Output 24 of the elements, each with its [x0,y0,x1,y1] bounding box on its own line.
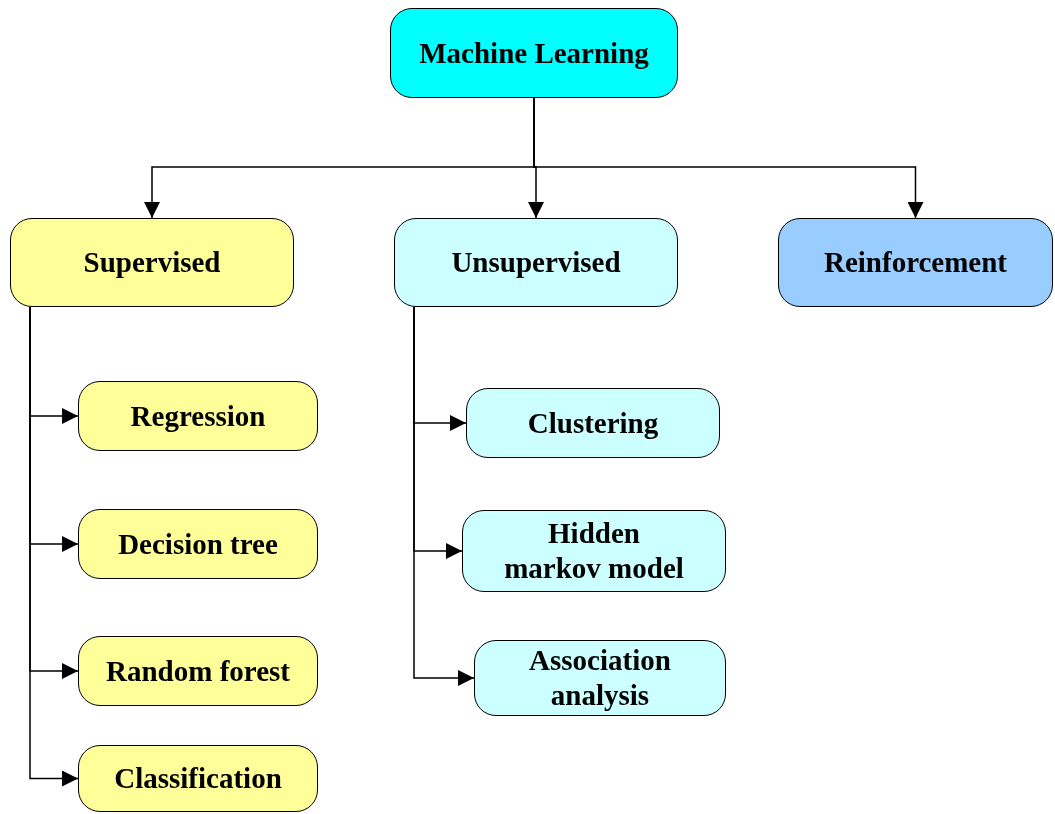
node-label: Unsupervised [451,245,621,280]
arrow [533,97,924,219]
node-label: Machine Learning [419,35,649,71]
rounded-box [78,745,318,812]
rounded-box [778,218,1053,307]
node-label: Supervised [83,245,221,280]
node-label: Random forest [106,653,290,689]
node-label: Decision tree [118,526,278,562]
rounded-box [390,8,678,98]
rounded-box [78,636,318,706]
node-label: Hidden markov model [503,516,685,586]
arrow [413,306,475,686]
rounded-box [10,218,294,307]
rounded-box [474,640,726,716]
node-label: Association analysis [528,643,672,713]
rounded-box [462,510,726,592]
rounded-box [394,218,678,307]
node-label: Regression [130,398,266,434]
node-label: Clustering [527,405,659,441]
rounded-box [466,388,720,458]
node-label: Classification [114,761,282,796]
rounded-box [78,509,318,579]
rounded-box [78,381,318,451]
node-label: Reinforcement [823,245,1008,280]
